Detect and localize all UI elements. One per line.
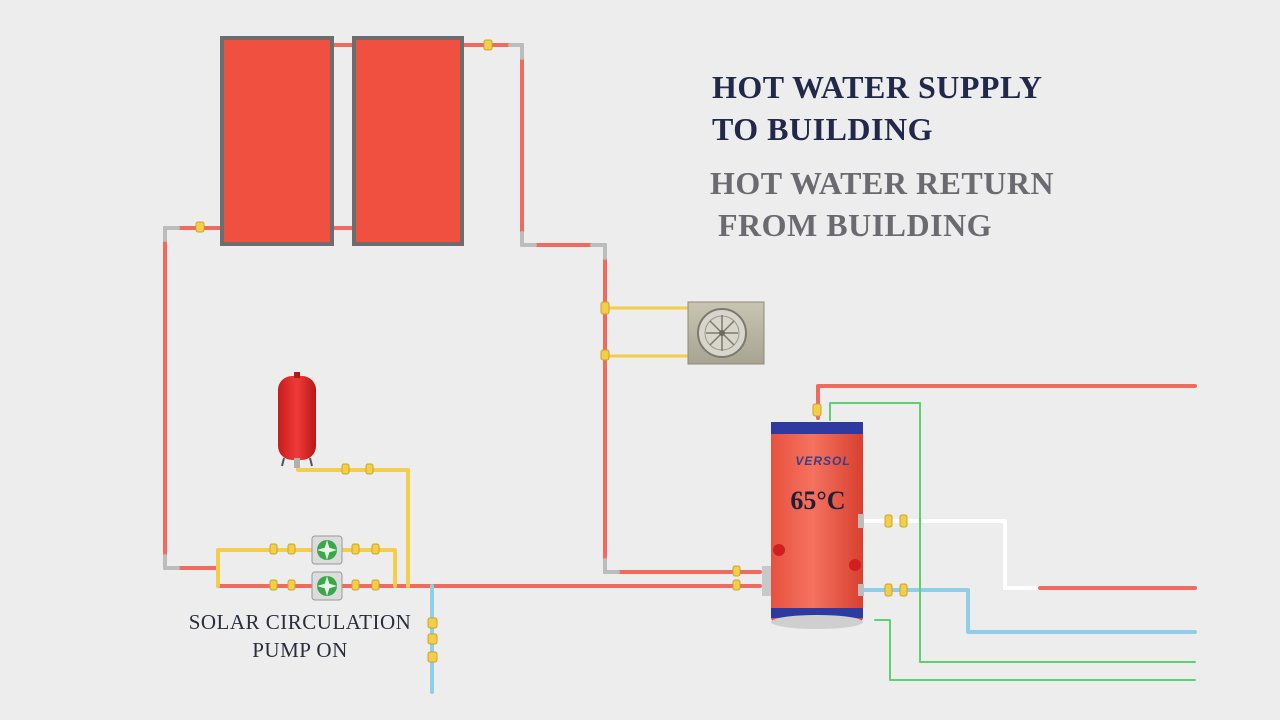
return-label-line1: HOT WATER RETURN xyxy=(710,165,1055,201)
pump-icon xyxy=(311,571,343,601)
pump-icon xyxy=(311,535,343,565)
return-label-line2: FROM BUILDING xyxy=(718,207,993,243)
supply-label-line2: TO BUILDING xyxy=(712,111,933,147)
tank-brand-logo: VERSOL xyxy=(795,454,851,468)
heat-pump-pipe xyxy=(603,306,692,358)
supply-label-line1: HOT WATER SUPPLY xyxy=(712,69,1043,105)
pump-label-line2: PUMP ON xyxy=(252,638,348,662)
fan-icon xyxy=(697,308,747,358)
solar-collector-right xyxy=(352,36,464,246)
pump-status-label: SOLAR CIRCULATION PUMP ON xyxy=(170,608,430,664)
heat-pump-unit xyxy=(687,301,765,365)
hot-water-return-label: HOT WATER RETURN FROM BUILDING xyxy=(710,162,1054,246)
tank-temperature: 65°C xyxy=(790,486,846,515)
expansion-vessel xyxy=(278,372,316,468)
sensor-cable xyxy=(829,402,1196,681)
valve-icon xyxy=(195,39,908,663)
solar-collector-left xyxy=(220,36,334,246)
hot-return-pipe xyxy=(860,519,1197,590)
hot-water-supply-label: HOT WATER SUPPLY TO BUILDING xyxy=(712,66,1042,150)
storage-tank xyxy=(762,422,864,629)
pipe-elbows xyxy=(163,43,620,574)
pump-label-line1: SOLAR CIRCULATION xyxy=(188,610,412,634)
pump-manifold-pipe xyxy=(216,464,410,588)
